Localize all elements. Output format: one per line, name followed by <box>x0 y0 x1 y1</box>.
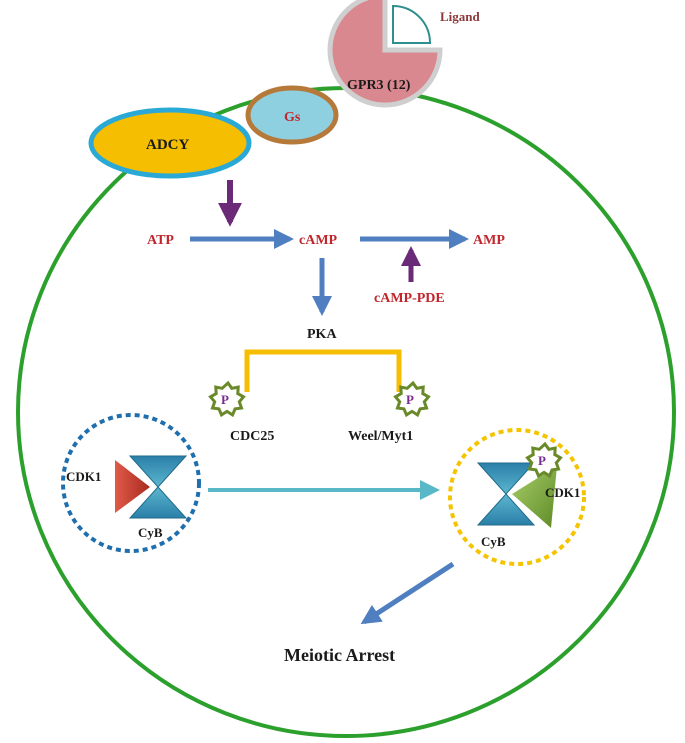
phosphorylated-cdk1-cyb-complex: P CDK1 CyB <box>448 428 586 566</box>
gs-protein: Gs <box>245 85 339 145</box>
pka-bracket <box>244 349 402 392</box>
meiotic-arrest-label: Meiotic Arrest <box>284 645 395 665</box>
adcy-enzyme: ADCY <box>88 107 252 179</box>
camp-label: cAMP <box>299 233 338 248</box>
cdk1-active-shape <box>512 466 557 528</box>
gpr3-receptor: Ligand GPR3 (12) <box>327 0 481 108</box>
adcy-label: ADCY <box>146 137 189 153</box>
wee1-label: Weel/Myt1 <box>348 429 413 444</box>
cdk1-right-label: CDK1 <box>545 485 580 500</box>
cyclin-b-left-shape <box>128 455 188 519</box>
phosphate-star-wee1: P <box>393 380 431 418</box>
cyb-right-label: CyB <box>481 534 506 549</box>
to-meiotic-arrest-arrow <box>360 561 455 625</box>
ligand-shape <box>392 4 432 44</box>
camp-pde-label: cAMP-PDE <box>374 291 445 306</box>
phospho-left-label: P <box>221 392 229 407</box>
pka-label: PKA <box>307 327 337 342</box>
phospho-cdk-label: P <box>538 453 546 468</box>
phosphate-star-cdk1 <box>525 441 563 479</box>
phospho-right-label: P <box>406 392 414 407</box>
amp-label: AMP <box>473 233 505 248</box>
cdk1-left-label: CDK1 <box>66 469 101 484</box>
phosphate-star-cdc25: P <box>208 380 246 418</box>
gs-label: Gs <box>284 110 301 125</box>
inactive-cdk1-cyb-complex: CDK1 CyB <box>61 413 201 553</box>
ligand-label: Ligand <box>440 9 481 24</box>
atp-label: ATP <box>147 233 174 248</box>
cdc25-label: CDC25 <box>230 429 274 444</box>
cdk1-inactive-shape <box>115 460 150 513</box>
cyb-left-label: CyB <box>138 525 163 540</box>
gpr3-label: GPR3 (12) <box>347 78 411 93</box>
cell-membrane <box>16 86 676 738</box>
